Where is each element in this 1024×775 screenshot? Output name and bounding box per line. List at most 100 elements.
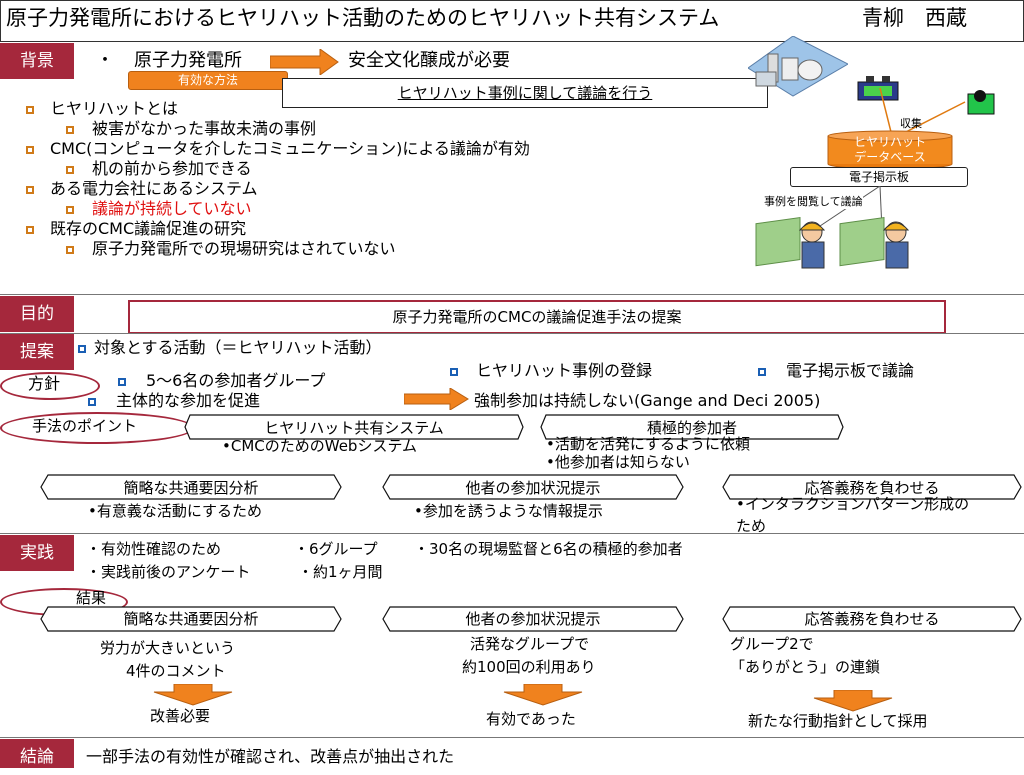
bg-item-4: 既存のCMC議論促進の研究 bbox=[50, 219, 247, 238]
bg-item-4-sub: 原子力発電所での現場研究はされていない bbox=[92, 239, 396, 258]
practice-l1c: ・30名の現場監督と6名の積極的参加者 bbox=[414, 540, 683, 558]
arrow-down-icon bbox=[503, 684, 583, 706]
bullet-icon bbox=[26, 146, 34, 154]
author-name: 青柳 西蔵 bbox=[862, 6, 967, 30]
collect-label: 収集 bbox=[900, 117, 922, 130]
bg-item-3-sub: 議論が持続していない bbox=[92, 199, 252, 218]
policy-2: 主体的な参加を促進 bbox=[116, 391, 261, 410]
result2-hex bbox=[382, 606, 684, 632]
result3-out: 新たな行動指針として採用 bbox=[748, 712, 928, 730]
db-line2: データベース bbox=[854, 150, 926, 164]
method3-desc-1: •インタラクションパターン形成の bbox=[736, 495, 970, 513]
policy-label: 方針 bbox=[28, 374, 61, 393]
method-box: ヒヤリハット事例に関して議論を行う bbox=[282, 78, 768, 108]
result3-hex bbox=[722, 606, 1022, 632]
worker-icon bbox=[839, 216, 910, 269]
result1-hex bbox=[40, 606, 342, 632]
method3-title: 応答義務を負わせる bbox=[804, 479, 940, 497]
divider bbox=[0, 333, 1024, 334]
active-title: 積極的参加者 bbox=[646, 419, 737, 437]
arrow-down-icon bbox=[813, 690, 893, 712]
point-label: 手法のポイント bbox=[32, 417, 138, 435]
bullet-icon bbox=[88, 398, 96, 406]
practice-l1b: ・6グループ bbox=[294, 540, 378, 558]
active-desc-2: •他参加者は知らない bbox=[546, 453, 690, 471]
bullet-icon bbox=[26, 106, 34, 114]
result1-out: 改善必要 bbox=[150, 707, 211, 725]
power-plant-icon bbox=[748, 36, 848, 97]
forced-note: 強制参加は持続しない(Gange and Deci 2005) bbox=[474, 391, 821, 410]
method2-title: 他者の参加状況提示 bbox=[465, 479, 601, 497]
bullet-icon bbox=[26, 226, 34, 234]
result1-desc-2: 4件のコメント bbox=[126, 662, 226, 680]
bullet-icon bbox=[78, 345, 86, 353]
reg-label: ヒヤリハット事例の登録 bbox=[476, 361, 653, 380]
board-box: 電子掲示板 bbox=[790, 167, 968, 187]
bullet-icon bbox=[66, 126, 74, 134]
bullet-icon bbox=[450, 368, 458, 376]
section-label-conclusion: 結論 bbox=[0, 739, 74, 768]
arrow-down-icon bbox=[153, 684, 233, 706]
method-box-text: ヒヤリハット事例に関して議論を行う bbox=[397, 84, 653, 102]
top-item-left: 原子力発電所 bbox=[134, 50, 242, 71]
top-item-dot: ・ bbox=[96, 50, 114, 71]
active-desc-1: •活動を活発にするように依頼 bbox=[546, 435, 750, 453]
bullet-icon bbox=[66, 246, 74, 254]
method3-desc-2: ため bbox=[736, 517, 767, 535]
method1-desc: •有意義な活動にするため bbox=[88, 502, 262, 520]
section-label-proposal: 提案 bbox=[0, 334, 74, 370]
bullet-icon bbox=[26, 186, 34, 194]
worker-icon bbox=[755, 216, 826, 269]
bullet-icon bbox=[758, 368, 766, 376]
section-label-background: 背景 bbox=[0, 43, 74, 79]
result3-title: 応答義務を負わせる bbox=[804, 610, 940, 628]
database-icon bbox=[827, 130, 953, 170]
bg-item-2: CMC(コンピュータを介したコミュニケーション)による議論が有効 bbox=[50, 139, 530, 158]
divider bbox=[0, 737, 1024, 738]
arrow-right-icon bbox=[404, 388, 469, 410]
section-label-purpose: 目的 bbox=[0, 296, 74, 332]
result1-title: 簡略な共通要因分析 bbox=[123, 610, 259, 628]
bullet-icon bbox=[66, 166, 74, 174]
camera-icon bbox=[857, 76, 899, 101]
divider bbox=[0, 533, 1024, 534]
policy-oval bbox=[0, 372, 100, 400]
result2-desc-2: 約100回の利用あり bbox=[462, 658, 596, 676]
practice-l1a: ・有効性確認のため bbox=[86, 540, 222, 558]
collect-lines bbox=[879, 88, 966, 137]
result1-desc-1: 労力が大きいという bbox=[100, 639, 236, 657]
policy-1: 5～6名の参加者グループ bbox=[146, 371, 326, 390]
method2-hex bbox=[382, 474, 684, 500]
bg-item-1-sub: 被害がなかった事故未満の事例 bbox=[92, 119, 317, 138]
method1-title: 簡略な共通要因分析 bbox=[123, 479, 259, 497]
system-title: ヒヤリハット共有システム bbox=[264, 419, 444, 437]
bg-item-1: ヒヤリハットとは bbox=[50, 99, 179, 118]
method1-hex bbox=[40, 474, 342, 500]
bullet-icon bbox=[118, 378, 126, 386]
method3-hex bbox=[722, 474, 1022, 500]
result2-title: 他者の参加状況提示 bbox=[465, 610, 601, 628]
practice-l2a: ・実践前後のアンケート bbox=[86, 563, 251, 581]
bullet-icon bbox=[66, 206, 74, 214]
result-label: 結果 bbox=[76, 589, 107, 607]
practice-l2b: ・約1ヶ月間 bbox=[298, 563, 383, 581]
page-title: 原子力発電所におけるヒヤリハット活動のためのヒヤリハット共有システム bbox=[6, 6, 720, 30]
method-tag: 有効な方法 bbox=[128, 71, 288, 90]
arrow-right-icon bbox=[270, 49, 339, 75]
browse-label: 事例を閲覧して議論 bbox=[764, 195, 863, 209]
top-item-right: 安全文化醸成が必要 bbox=[348, 50, 510, 71]
result3-desc-2: 「ありがとう」の連鎖 bbox=[730, 658, 881, 676]
result2-out: 有効であった bbox=[486, 710, 576, 728]
method2-desc: •参加を誘うような情報提示 bbox=[414, 502, 603, 520]
bg-item-2-sub: 机の前から参加できる bbox=[92, 159, 252, 178]
divider bbox=[0, 294, 1024, 295]
conclusion-text: 一部手法の有効性が確認され、改善点が抽出された bbox=[86, 747, 455, 766]
purpose-box: 原子力発電所のCMCの議論促進手法の提案 bbox=[128, 300, 946, 334]
bg-item-3: ある電力会社にあるシステム bbox=[50, 179, 258, 198]
system-desc: •CMCのためのWebシステム bbox=[222, 437, 417, 455]
section-label-practice: 実践 bbox=[0, 535, 74, 571]
result3-desc-1: グループ2で bbox=[730, 635, 814, 653]
proposal-target: 対象とする活動（＝ヒヤリハット活動） bbox=[94, 338, 382, 357]
result2-desc-1: 活発なグループで bbox=[470, 635, 590, 653]
worker-icon bbox=[967, 90, 995, 115]
